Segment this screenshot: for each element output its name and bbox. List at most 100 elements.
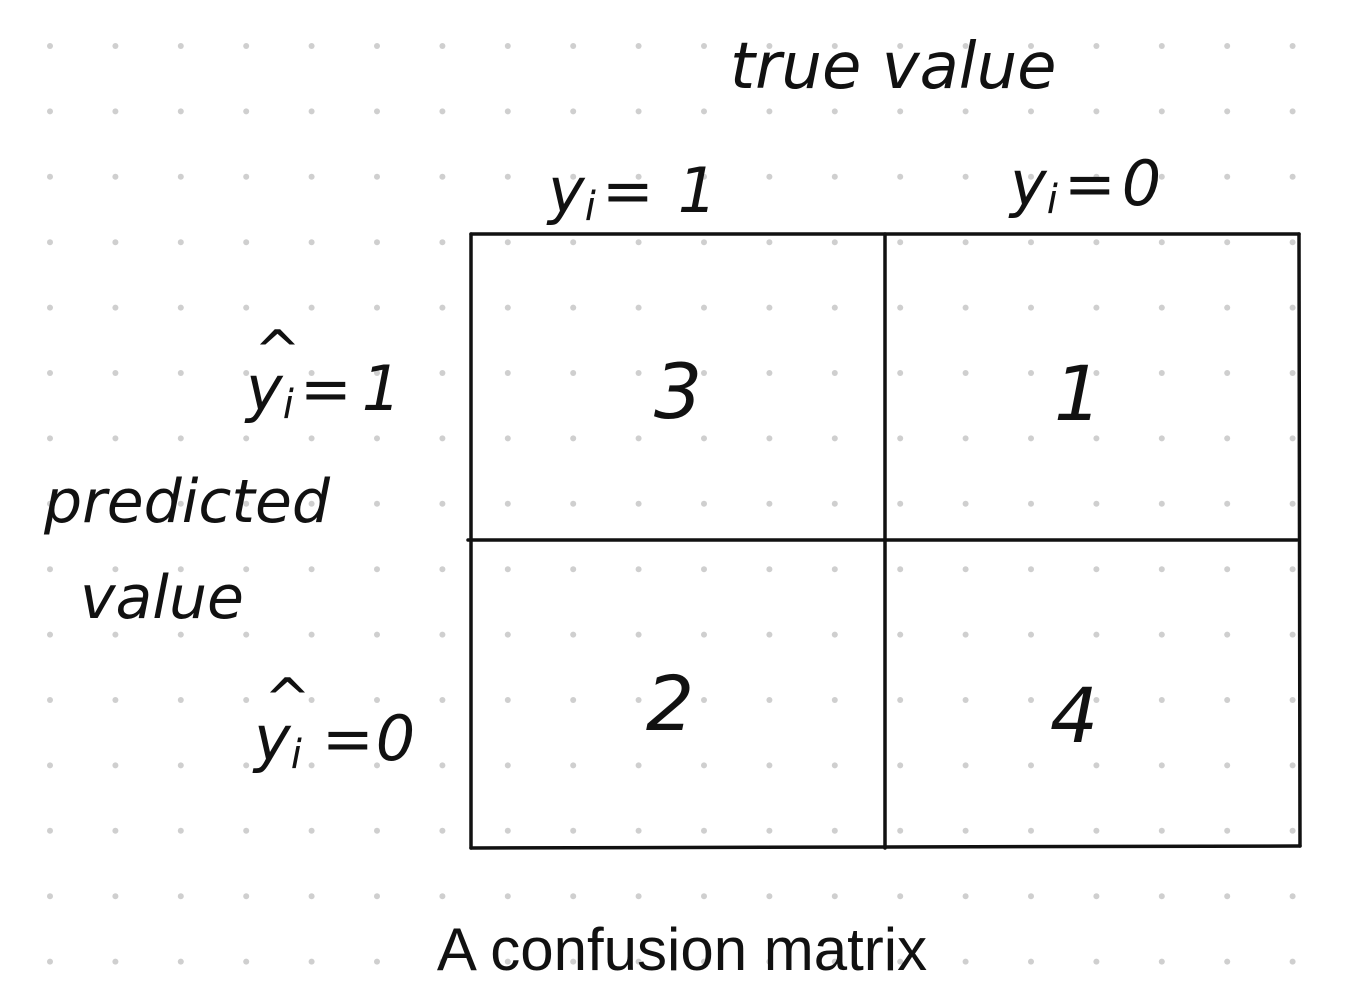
grid-dot — [374, 304, 380, 311]
grid-dot — [112, 631, 119, 638]
grid-dot — [374, 631, 380, 638]
grid-dot — [1093, 762, 1100, 769]
grid-dot — [1289, 173, 1296, 180]
grid-dot — [1028, 762, 1034, 769]
grid-dot — [1028, 697, 1034, 703]
grid-dot — [701, 566, 707, 573]
svg-text:yi=0: yi=0 — [252, 702, 415, 778]
grid-dot — [308, 827, 315, 834]
svg-text:yi=1: yi=1 — [244, 352, 401, 428]
grid-dot — [504, 566, 511, 573]
grid-dot — [439, 697, 446, 703]
grid-dot — [897, 173, 904, 180]
row-label-sub: i — [291, 732, 302, 778]
grid-dot — [374, 108, 380, 115]
grid-dot — [504, 239, 511, 246]
grid-dot — [570, 827, 577, 834]
grid-dot — [47, 566, 53, 573]
grid-dot — [962, 566, 969, 573]
grid-dot — [635, 631, 642, 638]
grid-dot — [47, 43, 53, 49]
grid-dot — [1289, 43, 1296, 49]
grid-dot — [635, 43, 642, 49]
column-label-var: y — [1008, 147, 1048, 220]
grid-dot — [504, 958, 511, 965]
grid-dot — [635, 566, 642, 573]
grid-dot — [1224, 827, 1231, 834]
grid-dot — [308, 304, 315, 311]
grid-dot — [701, 43, 707, 49]
grid-dot — [374, 958, 380, 965]
grid-dot — [701, 500, 707, 507]
row-label-eq: = — [322, 702, 374, 775]
grid-dot — [962, 43, 969, 49]
svg-text:yi=0: yi=0 — [1008, 147, 1161, 223]
grid-dot — [112, 827, 119, 834]
grid-dot — [47, 173, 53, 180]
grid-dot — [831, 631, 838, 638]
grid-dot — [112, 566, 119, 573]
grid-dot — [831, 827, 838, 834]
grid-dot — [504, 762, 511, 769]
grid-dot — [1028, 173, 1034, 180]
grid-dot — [897, 435, 904, 442]
grid-dot — [831, 566, 838, 573]
grid-dot — [962, 435, 969, 442]
grid-dot — [701, 827, 707, 834]
grid-dot — [1224, 435, 1231, 442]
grid-dot — [897, 958, 904, 965]
grid-dot — [112, 370, 119, 376]
grid-dot — [308, 958, 315, 965]
grid-dot — [504, 827, 511, 834]
grid-dot — [504, 304, 511, 311]
grid-dot — [243, 631, 250, 638]
grid-dot — [47, 827, 53, 834]
grid-dot — [504, 697, 511, 703]
grid-dot — [374, 435, 380, 442]
grid-dot — [504, 370, 511, 376]
grid-dot — [1224, 173, 1231, 180]
grid-dot — [439, 631, 446, 638]
grid-dot — [962, 631, 969, 638]
grid-dot — [1093, 173, 1100, 180]
grid-dot — [570, 893, 577, 900]
grid-dot — [1028, 43, 1034, 49]
grid-dot — [177, 435, 184, 442]
grid-dot — [1093, 370, 1100, 376]
column-label-var: y — [546, 154, 586, 227]
grid-dot — [374, 500, 380, 507]
grid-dot — [766, 697, 773, 703]
grid-dot — [243, 893, 250, 900]
grid-dot — [439, 239, 446, 246]
grid-dot — [962, 958, 969, 965]
grid-dot — [112, 173, 119, 180]
row-label-sub: i — [283, 382, 294, 428]
grid-dot — [635, 239, 642, 246]
grid-dot — [1224, 631, 1231, 638]
grid-dot — [766, 173, 773, 180]
grid-dot — [570, 762, 577, 769]
grid-dot — [635, 435, 642, 442]
grid-dot — [1028, 370, 1034, 376]
grid-dot — [112, 958, 119, 965]
grid-dot — [1224, 304, 1231, 311]
row-label-eq: = — [300, 352, 352, 425]
grid-dot — [439, 370, 446, 376]
grid-dot — [1224, 108, 1231, 115]
grid-dot — [897, 370, 904, 376]
row-axis-label-line2: value — [80, 563, 244, 633]
grid-dot — [1028, 500, 1034, 507]
grid-dot — [831, 43, 838, 49]
grid-dot — [766, 43, 773, 49]
grid-dot — [570, 108, 577, 115]
grid-dot — [308, 566, 315, 573]
grid-dot — [897, 239, 904, 246]
grid-dot — [47, 500, 53, 507]
grid-dot — [1289, 239, 1296, 246]
grid-dot — [962, 827, 969, 834]
grid-dot — [112, 697, 119, 703]
grid-dot — [1158, 893, 1165, 900]
grid-dot — [701, 108, 707, 115]
grid-dot — [1224, 958, 1231, 965]
grid-dot — [1028, 435, 1034, 442]
